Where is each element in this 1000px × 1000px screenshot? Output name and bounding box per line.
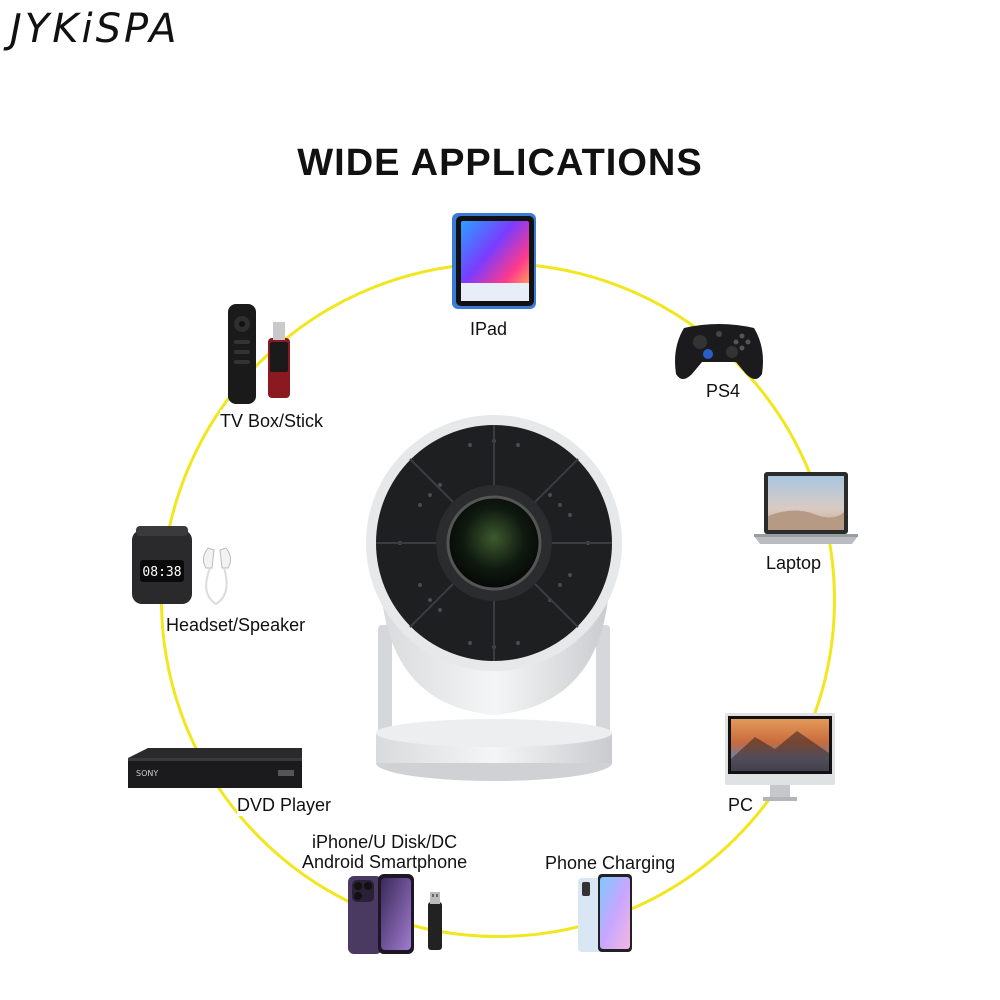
dvd-player-icon: SONY [128, 748, 302, 788]
phone-usb-icon [348, 874, 442, 954]
remote-stick-icon [228, 304, 290, 404]
tablet-icon [452, 213, 536, 309]
device-label-headset: Headset/Speaker [166, 614, 306, 636]
device-label-iphone-usb: iPhone/U Disk/DC Android Smartphone [302, 832, 468, 872]
device-label-phone-charging: Phone Charging [545, 852, 676, 874]
monitor-icon [725, 713, 835, 801]
gamepad-icon [675, 324, 763, 379]
device-label-ipad: IPad [470, 318, 508, 340]
device-label-tvbox: TV Box/Stick [220, 410, 324, 432]
device-label-laptop: Laptop [766, 552, 822, 574]
device-label-ps4: PS4 [706, 380, 741, 402]
speaker-icon: 08:38 [132, 526, 232, 606]
device-label-pc: PC [728, 794, 754, 816]
brand-logo: JYKiSPA [10, 6, 180, 52]
smartphone-icon [578, 874, 632, 952]
laptop-icon [754, 472, 858, 544]
projector-image [366, 415, 622, 781]
page-title: WIDE APPLICATIONS [297, 142, 703, 184]
device-label-iphone-usb-line1: iPhone/U Disk/DC [312, 832, 458, 852]
device-label-dvd: DVD Player [237, 794, 332, 816]
speaker-clock-text: 08:38 [142, 565, 181, 580]
dvd-brand-text: SONY [136, 769, 158, 778]
device-label-iphone-usb-line2: Android Smartphone [302, 852, 468, 872]
